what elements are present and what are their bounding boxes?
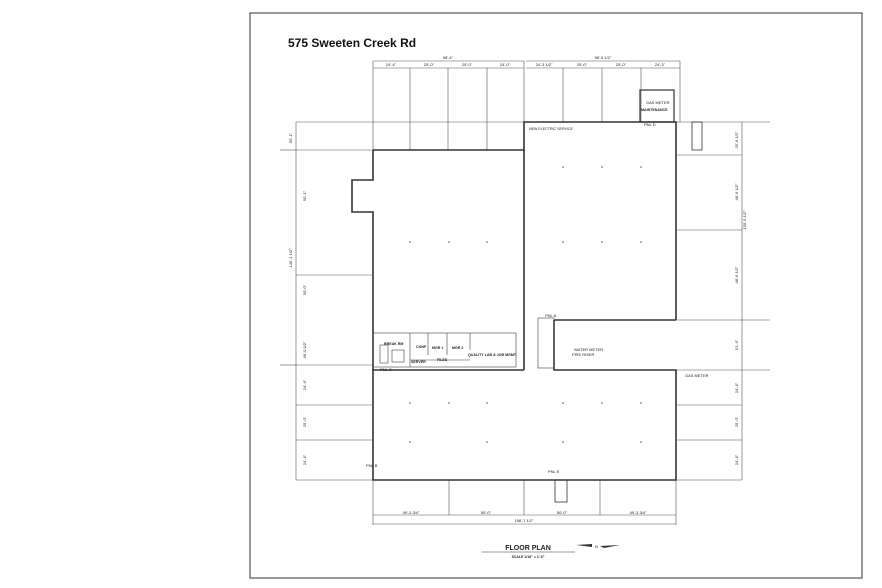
- plan-label: 130'-5 1/2": [742, 210, 747, 230]
- plan-line: [391, 349, 405, 363]
- plan-label: 24'-4": [302, 454, 307, 465]
- plan-label: WATER METER: [574, 347, 603, 352]
- room-mgr1: MGR 1: [432, 346, 443, 350]
- plan-line: [448, 241, 450, 243]
- plan-line: [409, 402, 411, 404]
- plan-line: [640, 402, 642, 404]
- dimension-labels: 98'-4" 98'-5 1/2" 24'-4" 25'-0" 25'-0" 2…: [288, 55, 747, 523]
- plan-label: PNL C: [380, 367, 392, 372]
- plan-label: 24'-4": [302, 379, 307, 390]
- plan-line: [409, 441, 411, 443]
- plan-line: 50'-1" 50'-1" 146'-1 1/2" 50'-0" 46'-0 1…: [288, 131, 747, 465]
- plan-label: 50'-1": [302, 190, 307, 201]
- plan-line: [562, 402, 564, 404]
- plan-line: [372, 332, 517, 368]
- plan-label: 49'-3 3/4": [403, 510, 420, 515]
- plan-label: PNL E: [548, 469, 560, 474]
- plan-label: 198'-7 1/2": [514, 518, 534, 523]
- plan-label: PNL B: [366, 463, 378, 468]
- plan-label: 24'-4": [734, 382, 739, 393]
- plan-line: [576, 544, 592, 547]
- plan-label: 25'-0": [734, 416, 739, 427]
- north-arrow-icon: N: [576, 544, 620, 549]
- plan-label: 50'-1": [288, 132, 293, 143]
- room-maintenance: MAINTENANCE: [641, 108, 668, 112]
- plan-line: [373, 121, 677, 320]
- plan-line: [537, 317, 555, 369]
- plan-label: GAS METER: [646, 100, 670, 105]
- plan-line: [562, 241, 564, 243]
- room-break: BREAK RM: [384, 342, 403, 346]
- columns: [409, 166, 642, 443]
- plan-label: 98'-4": [443, 55, 454, 60]
- plan-scale: SCALE 1/16" = 1'-0": [512, 555, 545, 559]
- plan-heading: FLOOR PLAN: [505, 545, 551, 552]
- room-files: FILES: [437, 358, 448, 362]
- plan-label: 49'-3 3/4": [630, 510, 647, 515]
- plan-line: [640, 441, 642, 443]
- plan-label: 50'-0": [302, 284, 307, 295]
- plan-line: [562, 441, 564, 443]
- plan-label: 50'-0": [557, 510, 568, 515]
- plan-line: [409, 241, 411, 243]
- plan-line: [448, 402, 450, 404]
- plan-line: [640, 241, 642, 243]
- plan-label: 24'-4": [386, 62, 397, 67]
- plan-label: 46'-0 1/2": [302, 341, 307, 358]
- plan-line: [379, 344, 389, 364]
- plan-line: [640, 166, 642, 168]
- plan-line: [601, 402, 603, 404]
- plan-line: [372, 320, 677, 481]
- plan-label: 24'-4": [734, 454, 739, 465]
- room-labels: MAINTENANCE NEW ELECTRIC SERVICE BREAK R…: [366, 100, 709, 474]
- plan-line: [691, 121, 703, 151]
- room-server: SERVER: [411, 360, 426, 364]
- plan-line: [554, 479, 568, 503]
- sheet-border: [249, 12, 863, 579]
- plan-line: [601, 166, 603, 168]
- plan-line: [600, 545, 620, 548]
- room-mgr2: MGR 2: [452, 346, 463, 350]
- office-area: [372, 317, 555, 369]
- room-new-electric: NEW ELECTRIC SERVICE: [529, 127, 573, 131]
- plan-label: N: [595, 544, 598, 549]
- plan-label: 25'-0": [424, 62, 435, 67]
- plan-label: 25'-6 1/2": [734, 131, 739, 148]
- plan-line: [601, 241, 603, 243]
- plan-label: 51'-4": [734, 339, 739, 350]
- plan-line: [486, 241, 488, 243]
- plan-label: 25'-0": [616, 62, 627, 67]
- page-title: 575 Sweeten Creek Rd: [288, 36, 416, 50]
- plan-label: 24'-3 1/2": [536, 62, 553, 67]
- plan-label: 146'-1 1/2": [288, 248, 293, 268]
- plan-label: 48'-6 1/2": [734, 183, 739, 200]
- plan-label: PNL A: [545, 313, 557, 318]
- plan-label: GAS METER: [685, 373, 709, 378]
- room-conf: CONF: [416, 345, 427, 349]
- plan-line: [639, 89, 675, 123]
- plan-line: [486, 402, 488, 404]
- plan-label: 98'-5 1/2": [595, 55, 612, 60]
- plan-label: 50'-0": [481, 510, 492, 515]
- plan-label: 25'-0": [462, 62, 473, 67]
- plan-label: PNL D: [644, 122, 656, 127]
- plan-label: 25'-0": [577, 62, 588, 67]
- plan-label: 25'-0": [302, 416, 307, 427]
- plan-line: [486, 441, 488, 443]
- plan-label: FIRE RISER: [572, 352, 595, 357]
- plan-label: 24'-3": [655, 62, 666, 67]
- room-quality-lab: QUALITY LAB & JOB MGMT: [468, 353, 517, 357]
- plan-label: 48'-6 1/2": [734, 266, 739, 283]
- plan-label: 24'-0": [500, 62, 511, 67]
- site-lines: [280, 60, 770, 525]
- building-walls: [351, 89, 703, 503]
- plan-line: [351, 150, 374, 370]
- plan-line: [562, 166, 564, 168]
